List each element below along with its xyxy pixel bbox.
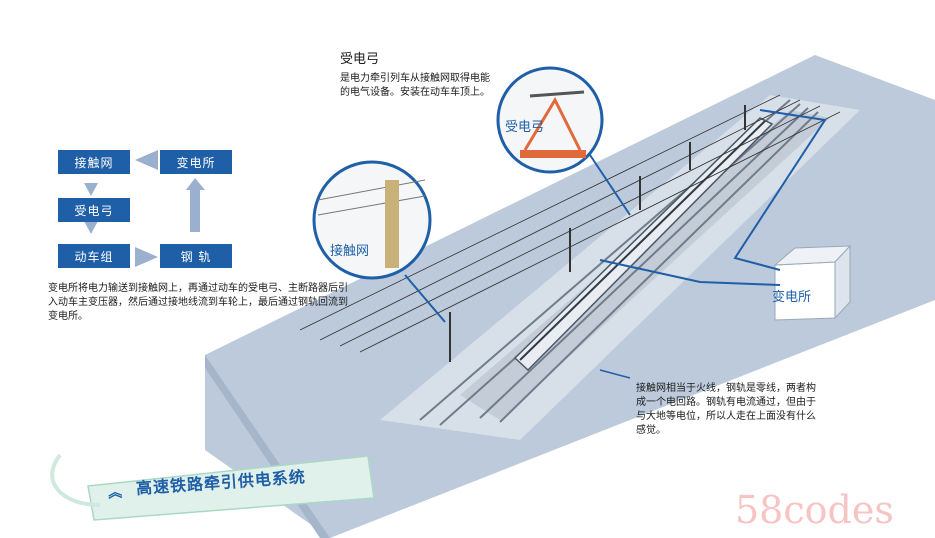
pantograph-zoom-pointer [589, 154, 631, 216]
feeder-line [733, 109, 827, 271]
pantograph-head [529, 90, 585, 98]
flow-box-rail: 钢 轨 [160, 244, 232, 268]
return-line [599, 259, 781, 286]
circuit-description: 接触网相当于火线，钢轨是零线，两者构成一个电回路。钢轨有电流通过，但由于与大地等… [636, 383, 816, 436]
banner-swirl [50, 453, 101, 507]
flow-box-pantograph: 受电弓 [58, 198, 130, 222]
catenary-zoom-label: 接触网 [330, 244, 370, 259]
pantograph-arm [523, 96, 582, 151]
arrow-left-icon [135, 150, 158, 170]
pantograph-base [520, 150, 586, 158]
catenary-wire [319, 99, 801, 341]
arrow-up-shaft [190, 190, 200, 232]
catenary-wire [299, 94, 781, 331]
train-window-stripe [519, 120, 766, 361]
arrow-right-icon [135, 247, 158, 267]
chevron-up-icon: ︽ [107, 484, 123, 502]
catenary-wire [339, 105, 821, 347]
pantograph-title: 受电弓 [340, 52, 380, 67]
catenary-wire [359, 111, 841, 353]
flow-description: 变电所将电力输送到接触网上，再通过动车的受电弓、主断路器后引入动车主变压器，然后… [48, 283, 348, 322]
pantograph-description: 是电力牵引列车从接触网取得电能的电气设备。安装在动车车顶上。 [340, 73, 490, 98]
flow-box-emu: 动车组 [58, 244, 130, 268]
catenary-zoom-circle [312, 160, 432, 280]
flow-box-catenary: 接触网 [58, 150, 130, 174]
arrow-down-icon [84, 221, 98, 234]
catenary-zoom-pointer [404, 274, 446, 323]
train [513, 117, 774, 372]
substation-building-side [834, 244, 851, 320]
watermark: 58codes [735, 488, 894, 532]
catenary-zoom-wire [317, 195, 426, 216]
circuit-callout-line [599, 369, 631, 379]
catenary-zoom-mast [385, 180, 399, 268]
catenary-zoom-wire [317, 179, 426, 201]
title-banner [87, 455, 375, 521]
pantograph-zoom-label: 受电弓 [505, 120, 545, 135]
arrow-down-icon [84, 183, 98, 196]
flow-box-substation: 变电所 [160, 150, 232, 174]
rail-line [499, 111, 819, 423]
rail-line [479, 107, 809, 419]
arrow-up-icon [186, 178, 205, 190]
substation-label: 变电所 [772, 290, 812, 305]
